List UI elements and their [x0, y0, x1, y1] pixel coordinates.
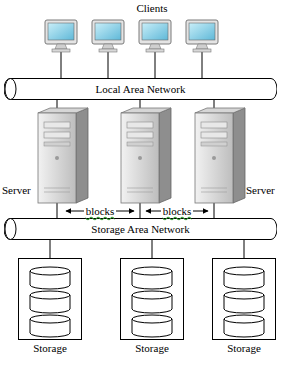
- pipe-body: [4, 79, 277, 100]
- disk-top: [132, 315, 172, 323]
- network-band: Local Area Network: [4, 78, 277, 100]
- client-monitor: [92, 20, 124, 52]
- group-label: Clients: [136, 2, 167, 15]
- storage-box: Storage: [212, 258, 276, 340]
- disk-top: [30, 267, 70, 275]
- client-monitor: [45, 20, 77, 52]
- wire: [108, 52, 109, 78]
- connector-line: [244, 240, 245, 258]
- pipe-end: [5, 79, 16, 100]
- storage-box: Storage: [18, 258, 82, 340]
- storage-label: Storage: [135, 342, 169, 355]
- storage-box: Storage: [120, 258, 184, 340]
- pipe-end: [5, 219, 16, 240]
- disk-stack: [121, 259, 183, 339]
- disk-stack: [213, 259, 275, 339]
- server-label: Server: [2, 184, 31, 197]
- band-title: Local Area Network: [96, 83, 186, 96]
- flow-label: blocks: [84, 205, 117, 218]
- client-monitor: [139, 20, 171, 52]
- disk-top: [224, 291, 264, 299]
- wire: [155, 52, 156, 78]
- server-tower: [195, 108, 245, 203]
- disk-top: [30, 291, 70, 299]
- storage-label: Storage: [227, 342, 261, 355]
- wire: [202, 52, 203, 78]
- connector-line: [152, 240, 153, 258]
- flow-label: blocks: [161, 205, 194, 218]
- client-monitor: [186, 20, 218, 52]
- disk-top: [224, 315, 264, 323]
- disk-top: [132, 267, 172, 275]
- wire: [61, 52, 62, 78]
- storage-label: Storage: [33, 342, 67, 355]
- client-wires: [61, 52, 202, 78]
- disk-top: [132, 291, 172, 299]
- wire: [57, 203, 58, 218]
- disk-top: [30, 315, 70, 323]
- pipe-body: [4, 219, 277, 240]
- network-band: Storage Area Network: [4, 218, 277, 240]
- server-tower: [38, 108, 88, 203]
- disk-top: [224, 267, 264, 275]
- band-title: Storage Area Network: [91, 223, 189, 236]
- server-label: Server: [246, 184, 275, 197]
- connector-line: [50, 240, 51, 258]
- wire: [214, 203, 215, 218]
- disk-stack: [19, 259, 81, 339]
- server-tower: [121, 108, 171, 203]
- wire: [140, 203, 141, 218]
